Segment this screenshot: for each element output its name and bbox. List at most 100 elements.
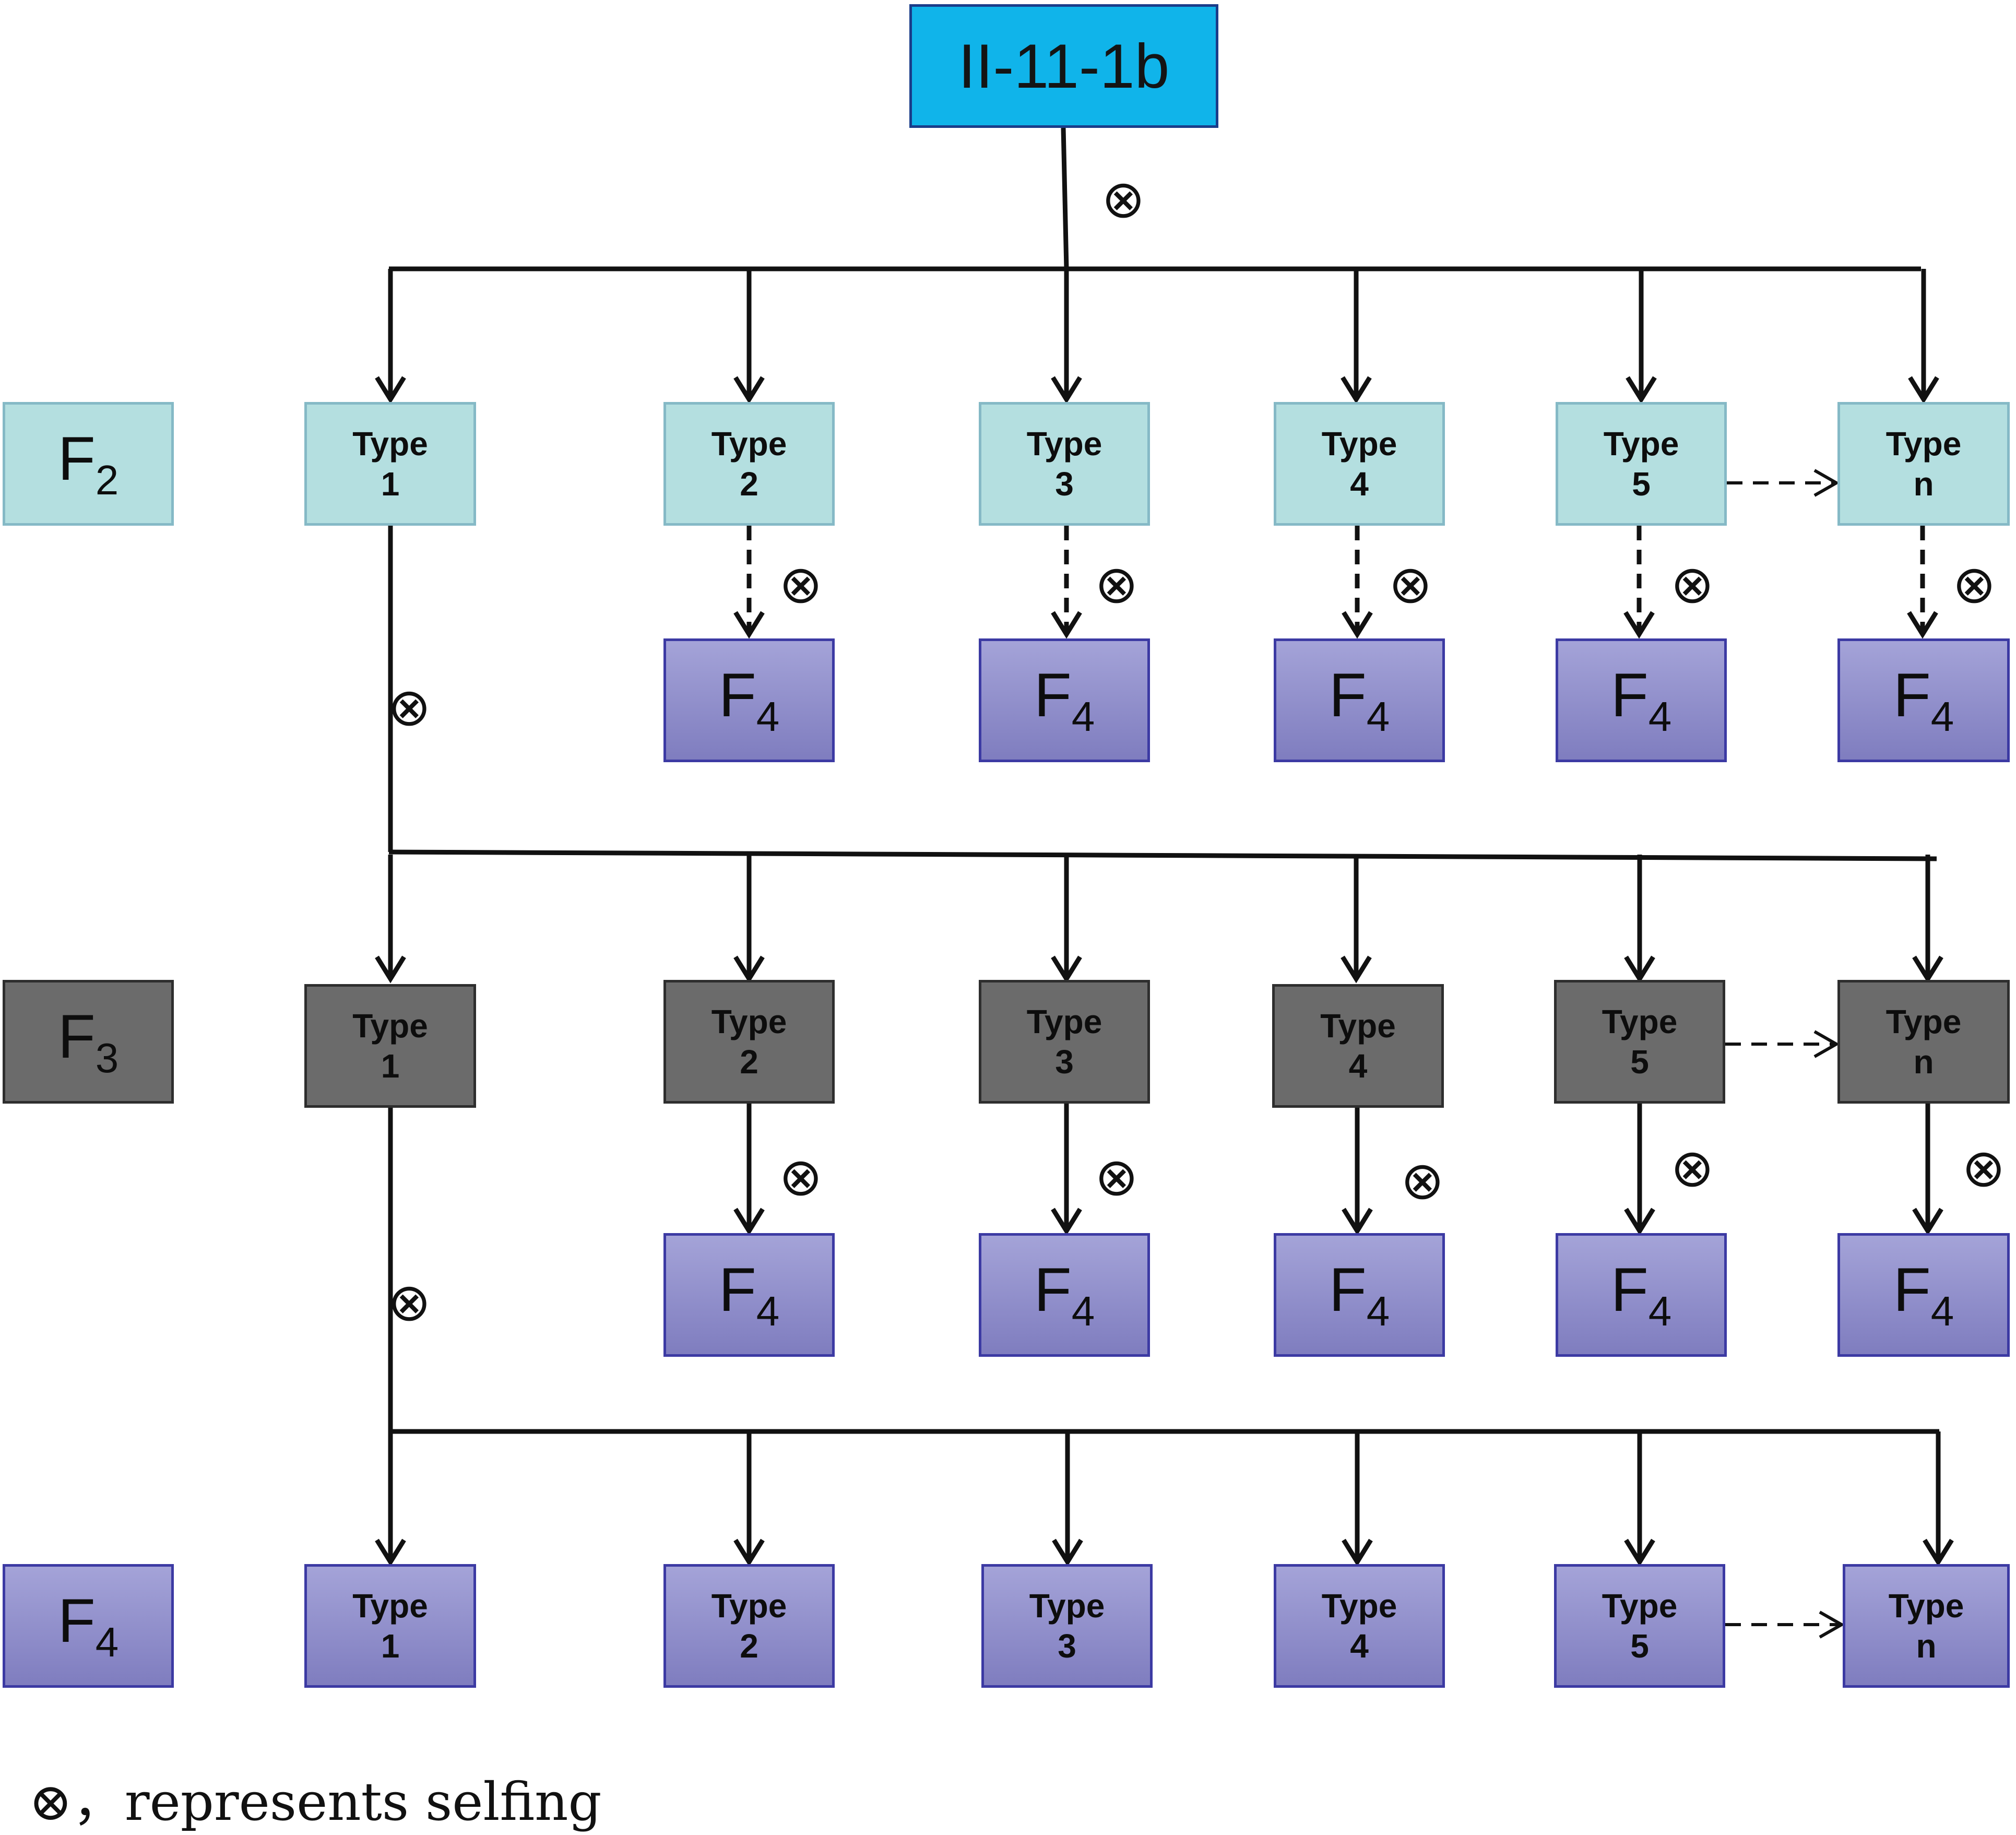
gen-f2-main: F xyxy=(57,424,96,493)
offspring-sub: 4 xyxy=(1930,1288,1954,1334)
type-word: Type xyxy=(352,1587,428,1625)
f4-type-3: Type 3 xyxy=(981,1564,1153,1688)
offspring-main: F xyxy=(1610,1256,1649,1324)
selfing-symbol-f3-type-5: ⊗ xyxy=(1670,1138,1714,1199)
gen-f3-main: F xyxy=(57,1002,96,1071)
selfing-symbol-f2-type-n: ⊗ xyxy=(1952,554,1996,615)
type-word: Type xyxy=(1321,424,1397,463)
f4-branch-arrow-5-head xyxy=(1624,1538,1655,1567)
type-number: 2 xyxy=(740,1043,758,1081)
f2-continuation-arrow-head xyxy=(1813,469,1840,497)
type-word: Type xyxy=(1321,1587,1397,1625)
f2-selfing-arrow-6-head xyxy=(1907,611,1938,639)
f4-type-2: Type 2 xyxy=(663,1564,835,1688)
type-word: Type xyxy=(1026,424,1102,463)
f2-branch-arrow-2-head xyxy=(733,376,765,404)
f4-branch-arrow-6-head xyxy=(1923,1538,1954,1567)
f2-type-3-offspring: F4 xyxy=(979,638,1150,762)
type-word: Type xyxy=(1885,424,1962,463)
offspring-sub: 4 xyxy=(756,1288,780,1334)
generation-label-f4: F4 xyxy=(3,1564,174,1688)
f4-branch-arrow-4-head xyxy=(1342,1538,1373,1567)
offspring-sub: 4 xyxy=(1648,693,1672,740)
type-number: 3 xyxy=(1055,465,1074,503)
f3-type-4-offspring: F4 xyxy=(1274,1233,1445,1357)
type-number: 1 xyxy=(381,1627,400,1665)
f3-type-5: Type 5 xyxy=(1554,980,1725,1104)
type-number: 1 xyxy=(381,1047,400,1085)
type-word: Type xyxy=(1026,1002,1102,1040)
offspring-sub: 4 xyxy=(1366,693,1390,740)
f3-branch-arrow-3-head xyxy=(1051,955,1082,984)
f3-type-n: Type n xyxy=(1837,980,2010,1104)
offspring-sub: 4 xyxy=(1071,1288,1095,1334)
f3-type-n-offspring: F4 xyxy=(1837,1233,2010,1357)
f2-type-3: Type 3 xyxy=(979,402,1150,526)
gen-f2-sub: 2 xyxy=(95,457,119,503)
type-number: 2 xyxy=(740,465,758,503)
f4-type-n: Type n xyxy=(1843,1564,2010,1688)
f2-type-2: Type 2 xyxy=(663,402,835,526)
f3-type-5-offspring: F4 xyxy=(1556,1233,1727,1357)
f2-selfing-arrow-3-head xyxy=(1051,611,1082,639)
f3-type-3-offspring: F4 xyxy=(979,1233,1150,1357)
offspring-sub: 4 xyxy=(1366,1288,1390,1334)
f4-branch-arrow-2-head xyxy=(733,1538,765,1567)
f3-branch-arrow-2-head xyxy=(733,955,765,984)
offspring-main: F xyxy=(1610,661,1649,730)
offspring-main: F xyxy=(718,1256,756,1324)
f3-selfing-arrow-5-head xyxy=(1624,1207,1655,1236)
f3-type-2: Type 2 xyxy=(663,980,835,1104)
type-number: 5 xyxy=(1630,1627,1649,1665)
type-number: 3 xyxy=(1055,1043,1074,1081)
type-word: Type xyxy=(711,1002,787,1040)
f2-type-2-offspring: F4 xyxy=(663,638,835,762)
f2-type-5: Type 5 xyxy=(1556,402,1727,526)
type-number: n xyxy=(1913,1043,1934,1081)
selfing-symbol-f2-type-5: ⊗ xyxy=(1670,554,1714,615)
f4-continuation-arrow-head xyxy=(1819,1611,1845,1639)
f2-selfing-arrow-4-head xyxy=(1342,611,1373,639)
f2-branch-arrow-6-head xyxy=(1908,376,1939,404)
selfing-symbol-f3-type-1: ⊗ xyxy=(387,1272,431,1333)
f3-type-2-offspring: F4 xyxy=(663,1233,835,1357)
offspring-main: F xyxy=(1034,661,1072,730)
legend-text: ，represents selfing xyxy=(72,1771,602,1832)
f3-type-4: Type 4 xyxy=(1272,984,1444,1108)
selfing-symbol-parent: ⊗ xyxy=(1101,169,1145,230)
type-word: Type xyxy=(1885,1002,1962,1040)
type-word: Type xyxy=(352,424,428,463)
f2-branch-arrow-3-head xyxy=(1051,376,1082,404)
offspring-sub: 4 xyxy=(756,693,780,740)
offspring-sub: 4 xyxy=(1071,693,1095,740)
f3-branch-arrow-4-head xyxy=(1341,955,1372,984)
selfing-symbol-f3-type-4: ⊗ xyxy=(1401,1150,1444,1211)
f4-type-5: Type 5 xyxy=(1554,1564,1725,1688)
type-number: 4 xyxy=(1350,465,1369,503)
f3-selfing-arrow-2-head xyxy=(733,1207,765,1236)
f2-type-1: Type 1 xyxy=(304,402,476,526)
parent-box: II-11-1b xyxy=(909,4,1218,128)
type-word: Type xyxy=(711,424,787,463)
parent-label: II-11-1b xyxy=(958,31,1170,101)
type-number: 3 xyxy=(1058,1627,1076,1665)
legend: ⊗，represents selfing xyxy=(29,1759,602,1835)
f2-type-n: Type n xyxy=(1837,402,2010,526)
f3-selfing-arrow-4-head xyxy=(1342,1207,1373,1236)
f2-branch-arrow-1-head xyxy=(375,376,406,404)
offspring-main: F xyxy=(1329,1256,1367,1324)
offspring-main: F xyxy=(1893,661,1931,730)
f2-selfing-arrow-2-head xyxy=(733,611,765,639)
type-word: Type xyxy=(1603,424,1679,463)
f4-type-1: Type 1 xyxy=(304,1564,476,1688)
f2-branch-arrow-5-head xyxy=(1626,376,1657,404)
f2-branch-arrow-4-head xyxy=(1341,376,1372,404)
type-word: Type xyxy=(711,1587,787,1625)
type-number: 5 xyxy=(1632,465,1651,503)
f4-branch-arrow-3-head xyxy=(1052,1538,1083,1567)
type-number: n xyxy=(1913,465,1934,503)
selfing-symbol-f2-type-4: ⊗ xyxy=(1389,554,1432,615)
selfing-symbol-f3-type-n: ⊗ xyxy=(1962,1138,2006,1199)
